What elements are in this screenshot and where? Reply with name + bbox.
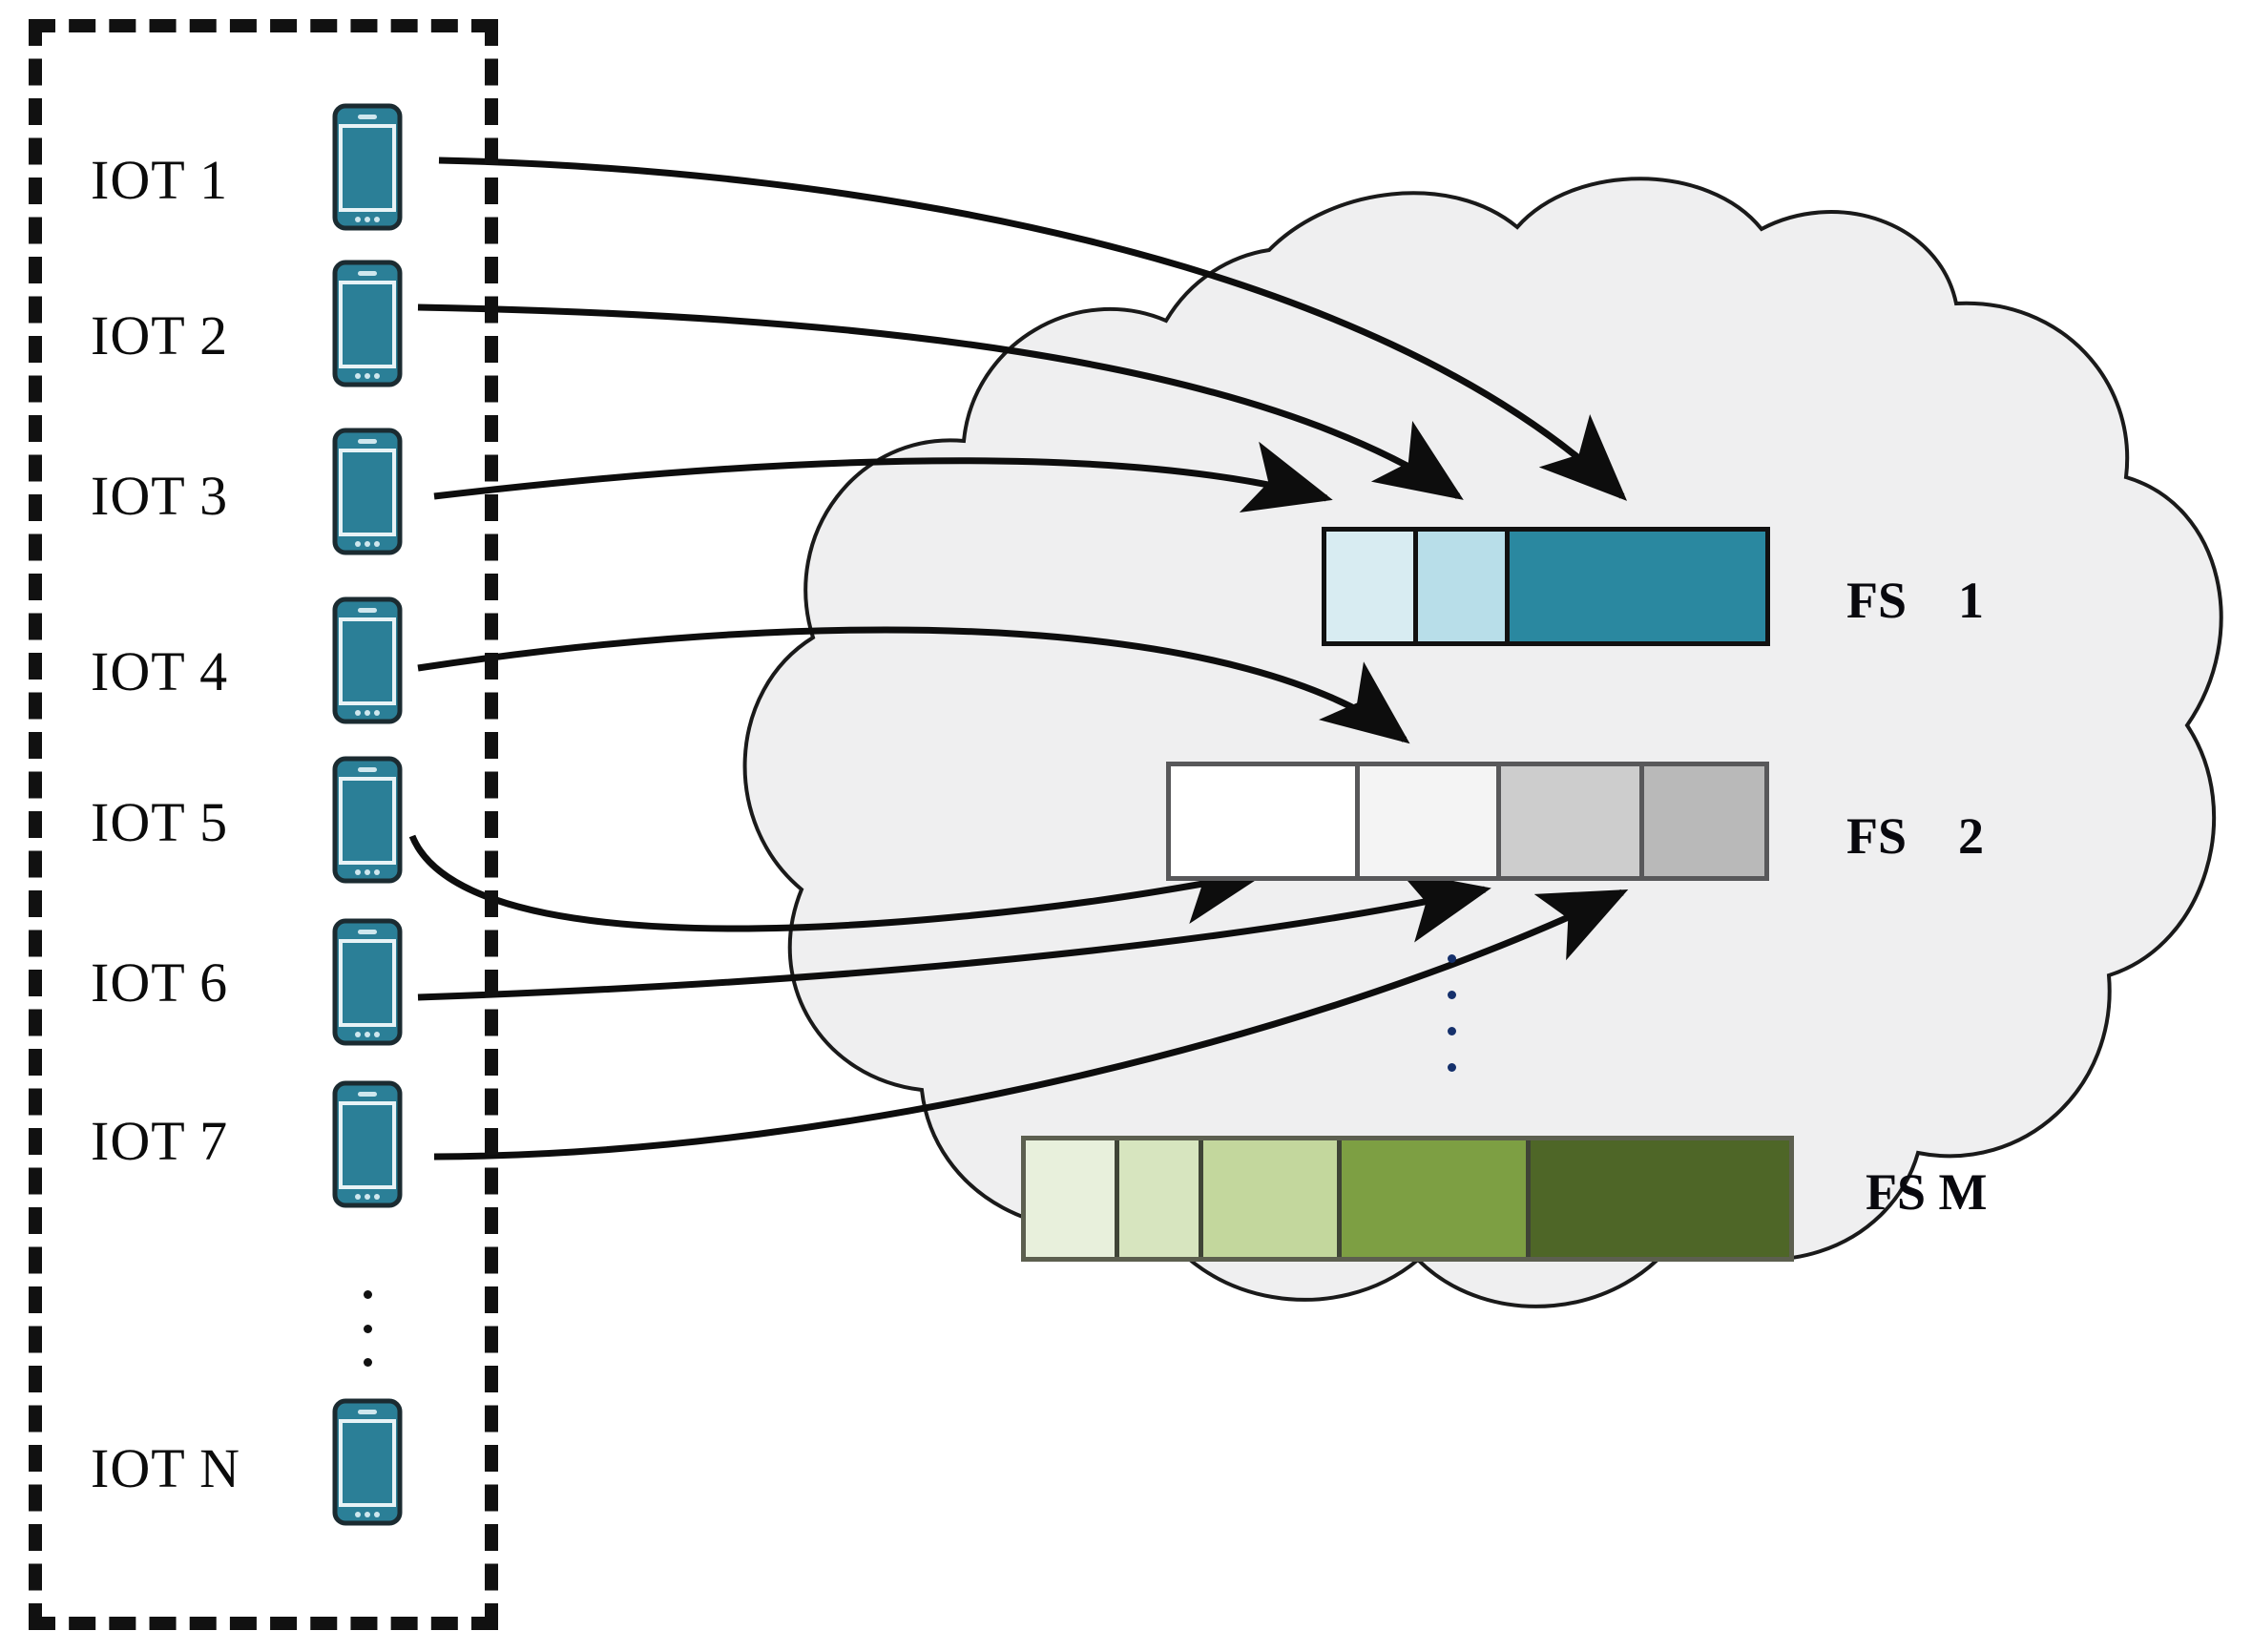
link-iot4-fs2 [417,626,1410,744]
fog-server-1-label: FS 1 [1846,572,1985,629]
smartphone-icon-4[interactable] [332,596,403,724]
fs2-segment-3 [1501,766,1644,876]
iot-label-6: IOT 6 [91,951,229,1014]
fsm-segment-2 [1119,1140,1203,1257]
smartphone-icon-3[interactable] [332,428,403,555]
iot-label-3: IOT 3 [91,465,229,527]
iot-label-4: IOT 4 [91,640,229,702]
smartphone-icon-5[interactable] [332,756,403,884]
smartphone-icon-n[interactable] [332,1398,403,1526]
fog-server-m-label: FS M [1866,1163,1988,1221]
iot-label-5: IOT 5 [91,791,229,853]
link-iot5-fs2 [408,834,1268,932]
fsm-segment-4 [1342,1140,1531,1257]
link-iot2-fs1 [417,303,1464,500]
fog-server-2-label: FS 2 [1846,807,1985,865]
smartphone-icon-7[interactable] [332,1080,403,1208]
fs2-segment-4 [1644,766,1764,876]
fs2-segment-1 [1171,766,1360,876]
iot-device-group-border [29,19,498,1630]
link-iot7-fs2 [433,889,1629,1161]
smartphone-icon-2[interactable] [332,260,403,387]
fs1-segment-3 [1510,532,1765,641]
fsm-segment-1 [1026,1140,1119,1257]
smartphone-icon-1[interactable] [332,103,403,231]
fog-server-m-bar[interactable] [1021,1136,1794,1262]
smartphone-icon-6[interactable] [332,918,403,1046]
iot-label-n: IOT N [91,1437,240,1499]
link-iot3-fs1 [433,441,1333,512]
iot-label-1: IOT 1 [91,149,229,211]
iot-list-ellipsis [364,1290,372,1367]
fog-server-2-bar[interactable] [1166,762,1769,881]
fs1-segment-1 [1326,532,1418,641]
link-iot6-fs2 [417,870,1491,1001]
fsm-segment-5 [1531,1140,1789,1257]
fog-server-1-bar[interactable] [1322,527,1770,646]
fog-server-list-ellipsis [1448,954,1456,1099]
fs2-segment-2 [1360,766,1501,876]
iot-label-7: IOT 7 [91,1110,229,1172]
iot-label-2: IOT 2 [91,304,229,366]
fsm-segment-3 [1203,1140,1342,1257]
link-iot1-fs1 [438,157,1628,501]
fs1-segment-2 [1418,532,1510,641]
